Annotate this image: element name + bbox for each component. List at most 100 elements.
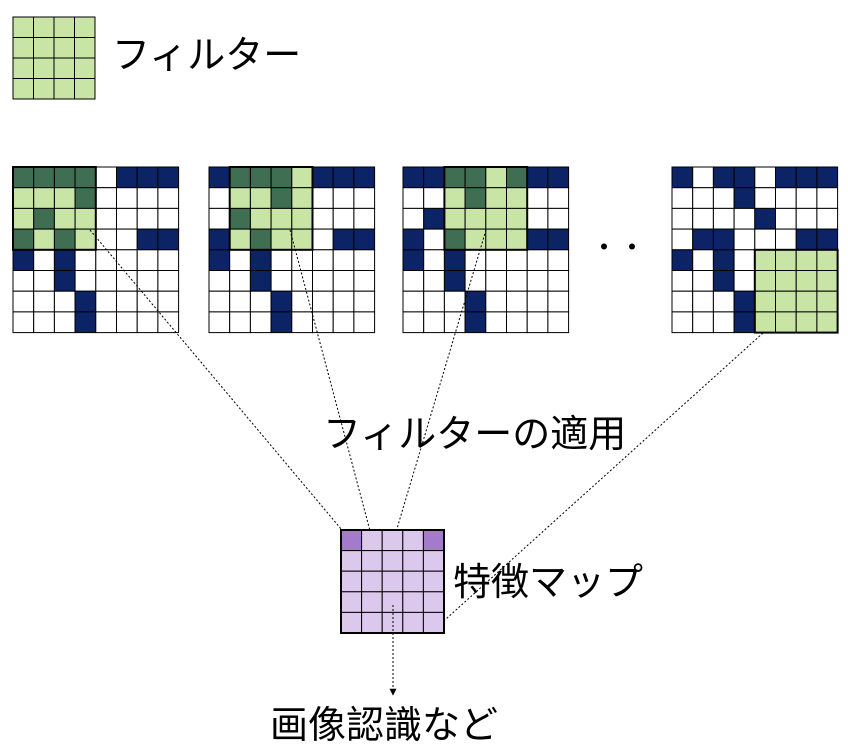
input-cell — [526, 290, 549, 313]
filter-window-cell — [12, 207, 35, 230]
filter-cell — [74, 78, 96, 100]
input-cell — [33, 311, 55, 334]
input-cell — [249, 249, 272, 272]
filter-window-cell — [775, 290, 797, 313]
input-cell — [443, 249, 466, 272]
filter-window-cell — [33, 207, 55, 230]
input-cell — [692, 290, 714, 313]
filter-window-outline — [228, 166, 314, 251]
feature-map-cell — [361, 529, 383, 552]
input-cell — [423, 187, 445, 209]
input-cell — [754, 187, 776, 209]
input-cell — [136, 270, 159, 292]
input-cell — [692, 311, 714, 334]
input-cell — [312, 207, 334, 230]
feature-map-cell — [340, 550, 363, 572]
input-cell — [775, 207, 797, 230]
filter-window-cell — [443, 166, 466, 189]
input-cell — [775, 166, 797, 189]
filter-window-cell — [775, 249, 797, 272]
input-cell — [116, 166, 138, 189]
input-cell — [485, 270, 507, 292]
input-cell — [95, 207, 118, 230]
input-cell — [136, 311, 159, 334]
input-cell — [95, 228, 118, 251]
input-cell — [157, 311, 180, 334]
input-cell — [208, 270, 231, 292]
input-cell — [136, 290, 159, 313]
input-cell — [402, 166, 425, 189]
filter-window-cell — [229, 228, 251, 251]
filter-window-cell — [443, 228, 466, 251]
input-cell — [712, 166, 735, 189]
input-cell — [95, 290, 118, 313]
filter-window-cell — [53, 207, 76, 230]
filter-cell — [53, 37, 75, 59]
input-cell — [312, 228, 334, 251]
input-cell — [733, 311, 756, 334]
feature-map-cell — [422, 550, 445, 572]
filter-window-cell — [816, 270, 839, 292]
input-cell — [423, 249, 445, 272]
input-cell — [208, 187, 231, 209]
legend-filter-grid — [12, 16, 96, 100]
feature-map-cell — [402, 570, 424, 593]
input-cell — [692, 228, 714, 251]
filter-cell — [33, 16, 55, 38]
input-cell — [547, 166, 570, 189]
input-cell — [816, 166, 839, 189]
filter-window-cell — [443, 207, 466, 230]
filter-cell — [74, 16, 96, 38]
filter-window-cell — [12, 187, 35, 209]
apply-filter-label: フィルターの適用 — [323, 412, 626, 456]
input-cell — [53, 290, 76, 313]
filter-window-cell — [74, 166, 97, 189]
input-cell — [312, 187, 334, 209]
input-cell — [506, 311, 528, 334]
filter-window-cell — [754, 249, 776, 272]
input-cell — [53, 249, 76, 272]
filter-window-cell — [291, 187, 313, 209]
input-cell — [157, 249, 180, 272]
input-cell — [116, 228, 138, 251]
filter-window-cell — [249, 187, 272, 209]
input-cell — [733, 270, 756, 292]
input-cell — [353, 187, 376, 209]
input-cell — [402, 249, 425, 272]
filter-cell — [53, 78, 75, 100]
input-cell — [526, 166, 549, 189]
input-cell — [332, 187, 355, 209]
feature-map-cell — [340, 529, 363, 552]
input-cell — [547, 290, 570, 313]
input-cell — [229, 249, 251, 272]
input-cell — [712, 207, 735, 230]
input-cell — [733, 290, 756, 313]
feature-map-cell — [381, 550, 404, 572]
filter-window-cell — [12, 166, 35, 189]
input-cell — [671, 270, 694, 292]
filter-window-cell — [33, 228, 55, 251]
feature-map-cell — [381, 529, 404, 552]
feature-map-cell — [381, 570, 404, 593]
filter-cell — [33, 78, 55, 100]
filter-window-cell — [816, 249, 839, 272]
filter-window-cell — [775, 311, 797, 334]
feature-map-cell — [361, 611, 383, 634]
input-cell — [671, 311, 694, 334]
input-cell — [443, 311, 466, 334]
input-cell — [526, 228, 549, 251]
filter-window-cell — [443, 187, 466, 209]
input-cell — [353, 228, 376, 251]
filter-window-cell — [33, 166, 55, 189]
filter-cell — [12, 37, 34, 59]
input-cell — [402, 228, 425, 251]
input-cell — [423, 228, 445, 251]
filter-window-cell — [795, 311, 818, 334]
filter-window-cell — [754, 290, 776, 313]
feature-map-cell — [340, 611, 363, 634]
feature-map-cell — [340, 591, 363, 613]
input-cell — [249, 290, 272, 313]
input-cell — [229, 311, 251, 334]
filter-cell — [12, 78, 34, 100]
